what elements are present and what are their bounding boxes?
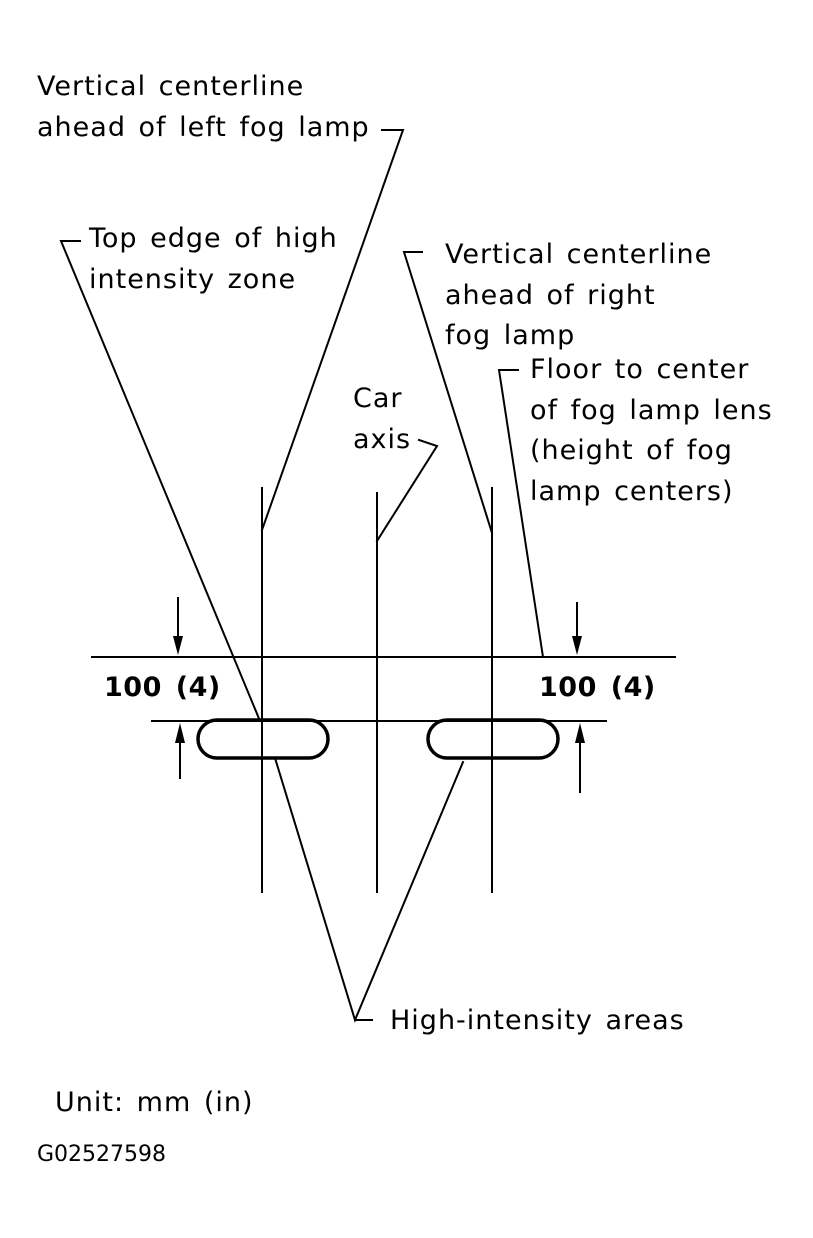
high-intensity-label: High-intensity areas: [390, 1005, 685, 1036]
right-centerline-leader: [402, 251, 494, 535]
high-intensity-leader: [273, 756, 465, 1023]
right-dimension-value: 100 (4): [539, 672, 656, 703]
left-centerline-label: Vertical centerline ahead of left fog la…: [37, 71, 370, 143]
top-edge-label: Top edge of high intensity zone: [89, 223, 338, 295]
left-high-intensity-zone: [196, 718, 330, 760]
left-dim-arrow-bottom-head: [175, 723, 185, 743]
car-axis-label: Car axis: [353, 383, 412, 455]
unit-label: Unit: mm (in): [55, 1087, 254, 1118]
right-centerline-label: Vertical centerline ahead of right fog l…: [445, 239, 713, 351]
left-centerline-leader: [260, 129, 405, 532]
right-dim-arrow-top-head: [572, 636, 582, 655]
left-dimension-value: 100 (4): [104, 672, 221, 703]
floor-to-center-leader: [497, 369, 545, 659]
figure-code: G02527598: [37, 1142, 167, 1167]
left-dim-arrow-top-head: [173, 636, 183, 655]
right-high-intensity-zone: [426, 718, 560, 760]
car-axis-leader: [375, 438, 439, 543]
right-dim-arrow-bottom-head: [575, 723, 585, 743]
floor-to-center-label: Floor to center of fog lamp lens (height…: [530, 354, 773, 507]
top-edge-leader: [59, 240, 262, 723]
